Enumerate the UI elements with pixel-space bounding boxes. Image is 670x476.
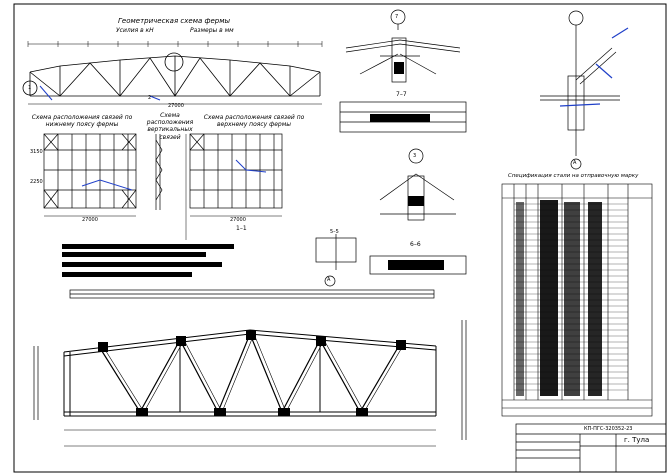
- vertical-ties-scheme: [155, 134, 163, 210]
- stamp-city: г. Тула: [624, 436, 650, 444]
- main-truss-elevation: [63, 329, 437, 447]
- dim-height-1: 3150: [30, 149, 43, 155]
- geometry-truss-scheme: [22, 41, 323, 105]
- lower-ties-scheme: [43, 133, 137, 217]
- section-5-5-label: 5–5: [330, 229, 339, 235]
- title-block: [515, 423, 667, 473]
- dim-span-top: 27000: [168, 103, 184, 109]
- upper-ties-title: Схема расположения связей по верхнему по…: [203, 114, 305, 129]
- geometry-title: Геометрическая схема фермы: [118, 17, 231, 25]
- side-section-3-3: [33, 346, 39, 420]
- spec-table-redacted-cells: [516, 200, 602, 396]
- section-5-5: [315, 234, 357, 287]
- sheet-frame: [13, 3, 667, 473]
- node-detail-a: [540, 10, 620, 170]
- section-6-fill: [388, 260, 444, 270]
- marker-2: 2: [148, 95, 152, 101]
- node-7-plate: [394, 62, 404, 74]
- vertical-ties-title: Схема расположения вертикальных связей: [146, 112, 194, 141]
- section-6-6-label: 6–6: [410, 241, 421, 248]
- node-detail-7: [339, 9, 467, 133]
- notes-redacted-1: [62, 244, 234, 249]
- notes-redacted-3: [62, 262, 222, 267]
- upper-ties-scheme: [185, 133, 283, 240]
- dim-span-lower: 27000: [82, 217, 98, 223]
- chord-plan-strip: [69, 289, 435, 299]
- marker-a-lower: А: [327, 277, 331, 283]
- section-7-fill: [370, 114, 430, 122]
- node-detail-3: [369, 148, 467, 275]
- side-section-4-4: [461, 320, 467, 440]
- dim-height-2: 2250: [30, 179, 43, 185]
- accent-leaders-top: [39, 85, 161, 101]
- stamp-code: КП-ПГС-320352-23: [584, 426, 633, 432]
- dim-span-upper: 27000: [230, 217, 246, 223]
- section-1-1-label: 1–1: [236, 225, 247, 232]
- specification-table: [501, 183, 653, 417]
- lower-ties-title: Схема расположения связей по нижнему поя…: [31, 114, 133, 129]
- notes-redacted-4: [62, 272, 192, 277]
- notes-redacted-2: [62, 252, 206, 257]
- truss-node-plates: [98, 330, 406, 416]
- marker-a-upper: А: [573, 160, 577, 166]
- geometry-subtitle-units: Размеры в мм: [190, 27, 234, 34]
- accent-node-a: [559, 27, 629, 107]
- section-7-7-label: 7–7: [396, 91, 407, 98]
- accent-lower-ties: [81, 179, 133, 191]
- marker-7: 7: [395, 14, 399, 20]
- marker-1: 1: [28, 85, 32, 91]
- spec-table-title: Спецификация стали на отправочную марку: [508, 173, 639, 179]
- geometry-subtitle-forces: Усилия в кН: [116, 27, 154, 34]
- node-3-plate: [408, 196, 424, 206]
- marker-3: 3: [413, 153, 417, 159]
- accent-upper-ties: [235, 159, 267, 173]
